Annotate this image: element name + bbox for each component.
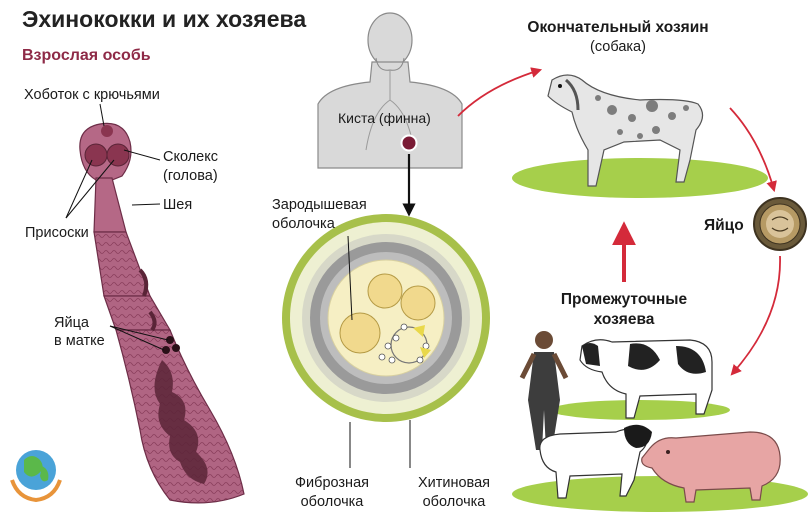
chitin-membrane-label-2: оболочка (422, 494, 486, 510)
page-title: Эхинококки и их хозяева (22, 6, 307, 32)
fibrous-membrane-label-2: оболочка (300, 494, 364, 510)
dog-icon (512, 74, 768, 198)
definitive-host-label: Окончательный хозяин (527, 19, 709, 36)
eggs-label-note: в матке (54, 333, 105, 349)
suckers-label: Присоски (25, 225, 89, 241)
worm-sucker (106, 143, 130, 167)
cyst-dot (400, 134, 418, 152)
worm-neck (93, 177, 127, 233)
sheep-icon (539, 424, 652, 499)
germinal-membrane-label-2: оболочка (272, 216, 335, 232)
earth-hands-logo-icon (10, 450, 62, 503)
chitin-membrane-label: Хитиновая (417, 475, 491, 491)
egg-icon (753, 197, 807, 251)
intermediate-hosts-label-2: хозяева (593, 311, 655, 328)
worm-segment (93, 231, 151, 297)
scolex-label: Сколекс (163, 149, 219, 165)
eggs-label: Яйца (54, 315, 89, 331)
adult-stage-subtitle: Взрослая особь (22, 47, 151, 64)
cyst-label: Киста (финна) (338, 110, 431, 126)
worm-segment (103, 295, 172, 331)
fibrous-membrane-label: Фиброзная (295, 475, 369, 491)
intermediate-hosts-label: Промежуточные (560, 291, 688, 308)
scolex-label-note: (голова) (163, 168, 218, 184)
worm-sucker (84, 143, 108, 167)
egg-label: Яйцо (704, 217, 744, 234)
adult-worm (79, 122, 245, 504)
farmer-icon (519, 331, 569, 450)
human-silhouette-icon (317, 12, 463, 169)
neck-label: Шея (163, 197, 193, 213)
cow-icon (579, 339, 713, 419)
germinal-membrane-label: Зародышевая (272, 197, 367, 213)
proboscis-label: Хоботок с крючьями (24, 87, 160, 103)
definitive-host-note: (собака) (590, 39, 646, 55)
pig-icon (641, 431, 781, 503)
cyst-cross-section (282, 214, 490, 422)
